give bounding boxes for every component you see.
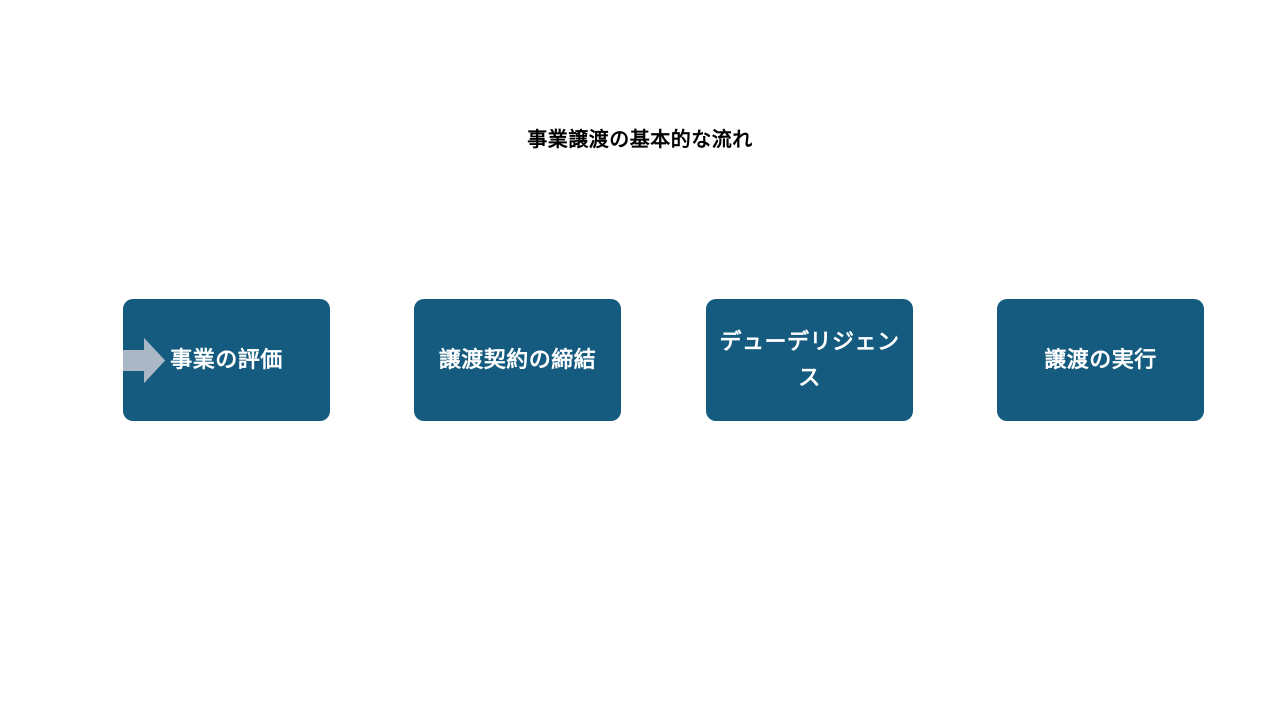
process-step-3[interactable]: デューデリジェンス: [706, 299, 913, 421]
process-step-1-label: 事業の評価: [170, 347, 283, 372]
process-step-4-label: 譲渡の実行: [1044, 347, 1157, 372]
process-step-3-label: デューデリジェンス: [719, 329, 900, 390]
process-step-2-label: 譲渡契約の締結: [438, 347, 597, 372]
right-arrow-icon-3: [123, 338, 165, 383]
process-step-4[interactable]: 譲渡の実行: [997, 299, 1204, 421]
page-title: 事業譲渡の基本的な流れ: [527, 129, 753, 151]
process-step-2[interactable]: 譲渡契約の締結: [414, 299, 621, 421]
process-flow-diagram: 事業の評価 譲渡契約の締結 デューデリジェンス 譲渡の実行: [123, 299, 1205, 421]
